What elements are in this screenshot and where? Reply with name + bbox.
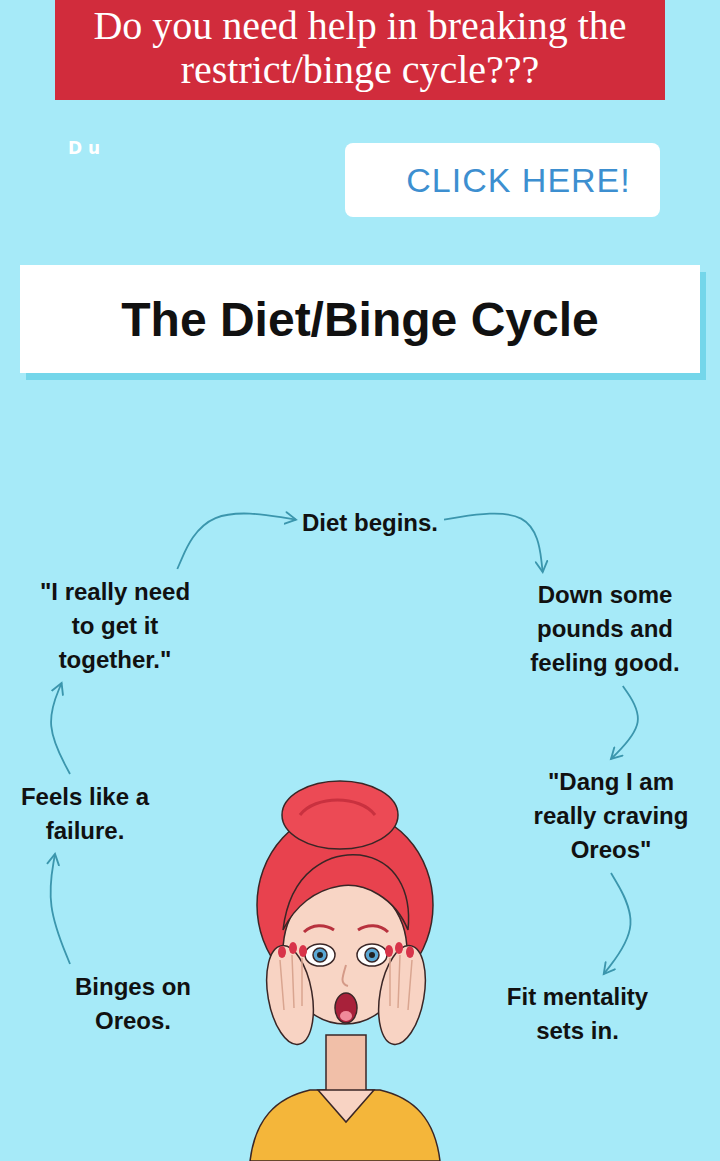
nail [299, 945, 307, 957]
node-text: Do you need help in breaking the restric… [90, 4, 630, 92]
nose [343, 965, 349, 986]
hair-bun [282, 781, 398, 849]
node-text: CLICK HERE! [406, 161, 631, 200]
hair-fringe [283, 855, 409, 930]
cycle-arrow [51, 854, 70, 964]
eye [305, 944, 335, 966]
cycle-step: "I really need to get it together." [26, 575, 204, 677]
nail [289, 942, 297, 954]
tongue [340, 1011, 352, 1021]
neck [326, 1035, 366, 1097]
node-text: Feels like a failure. [10, 780, 160, 848]
hand [260, 942, 321, 1048]
neckline [318, 1090, 374, 1122]
title-band: The Diet/Binge Cycle [20, 265, 700, 373]
pupil [369, 952, 375, 958]
diagram-title: The Diet/Binge Cycle [121, 292, 598, 347]
cycle-step: Down some pounds and feeling good. [516, 578, 694, 680]
cycle-arrow [611, 686, 638, 759]
node-text: Diet begins. [302, 506, 438, 540]
nail [278, 946, 286, 958]
cycle-step: "Dang I am really craving Oreos" [518, 765, 704, 867]
link-button: CLICK HERE! [345, 143, 660, 217]
fingers [390, 955, 412, 1010]
node-text: Down some pounds and feeling good. [516, 578, 694, 680]
cycle-step: Feels like a failure. [10, 780, 160, 848]
hair-curl [300, 800, 375, 815]
shirt [250, 1090, 440, 1161]
pupil [317, 952, 323, 958]
mouth [335, 993, 357, 1023]
woman-illustration [250, 781, 440, 1161]
cycle-arrow [177, 514, 296, 569]
hand [372, 942, 433, 1048]
iris [313, 948, 327, 962]
nail [406, 946, 414, 958]
cycle-arrow [604, 873, 631, 974]
nail [395, 942, 403, 954]
corner-note: D u [68, 138, 100, 158]
node-text: "I really need to get it together." [26, 575, 204, 677]
promo-banner: Do you need help in breaking the restric… [55, 0, 665, 100]
nail [385, 945, 393, 957]
node-text: Fit mentality sets in. [490, 980, 665, 1048]
cycle-step: Diet begins. [302, 506, 438, 540]
fingers [280, 955, 302, 1010]
node-text: Binges on Oreos. [63, 970, 203, 1038]
eyebrow [358, 926, 388, 932]
cycle-arrow [444, 514, 543, 572]
cycle-step: Binges on Oreos. [63, 970, 203, 1038]
eye [357, 944, 387, 966]
cycle-step: Fit mentality sets in. [490, 980, 665, 1048]
node-text: "Dang I am really craving Oreos" [518, 765, 704, 867]
iris [365, 948, 379, 962]
eyebrow [304, 926, 334, 932]
cycle-arrow [51, 683, 70, 774]
